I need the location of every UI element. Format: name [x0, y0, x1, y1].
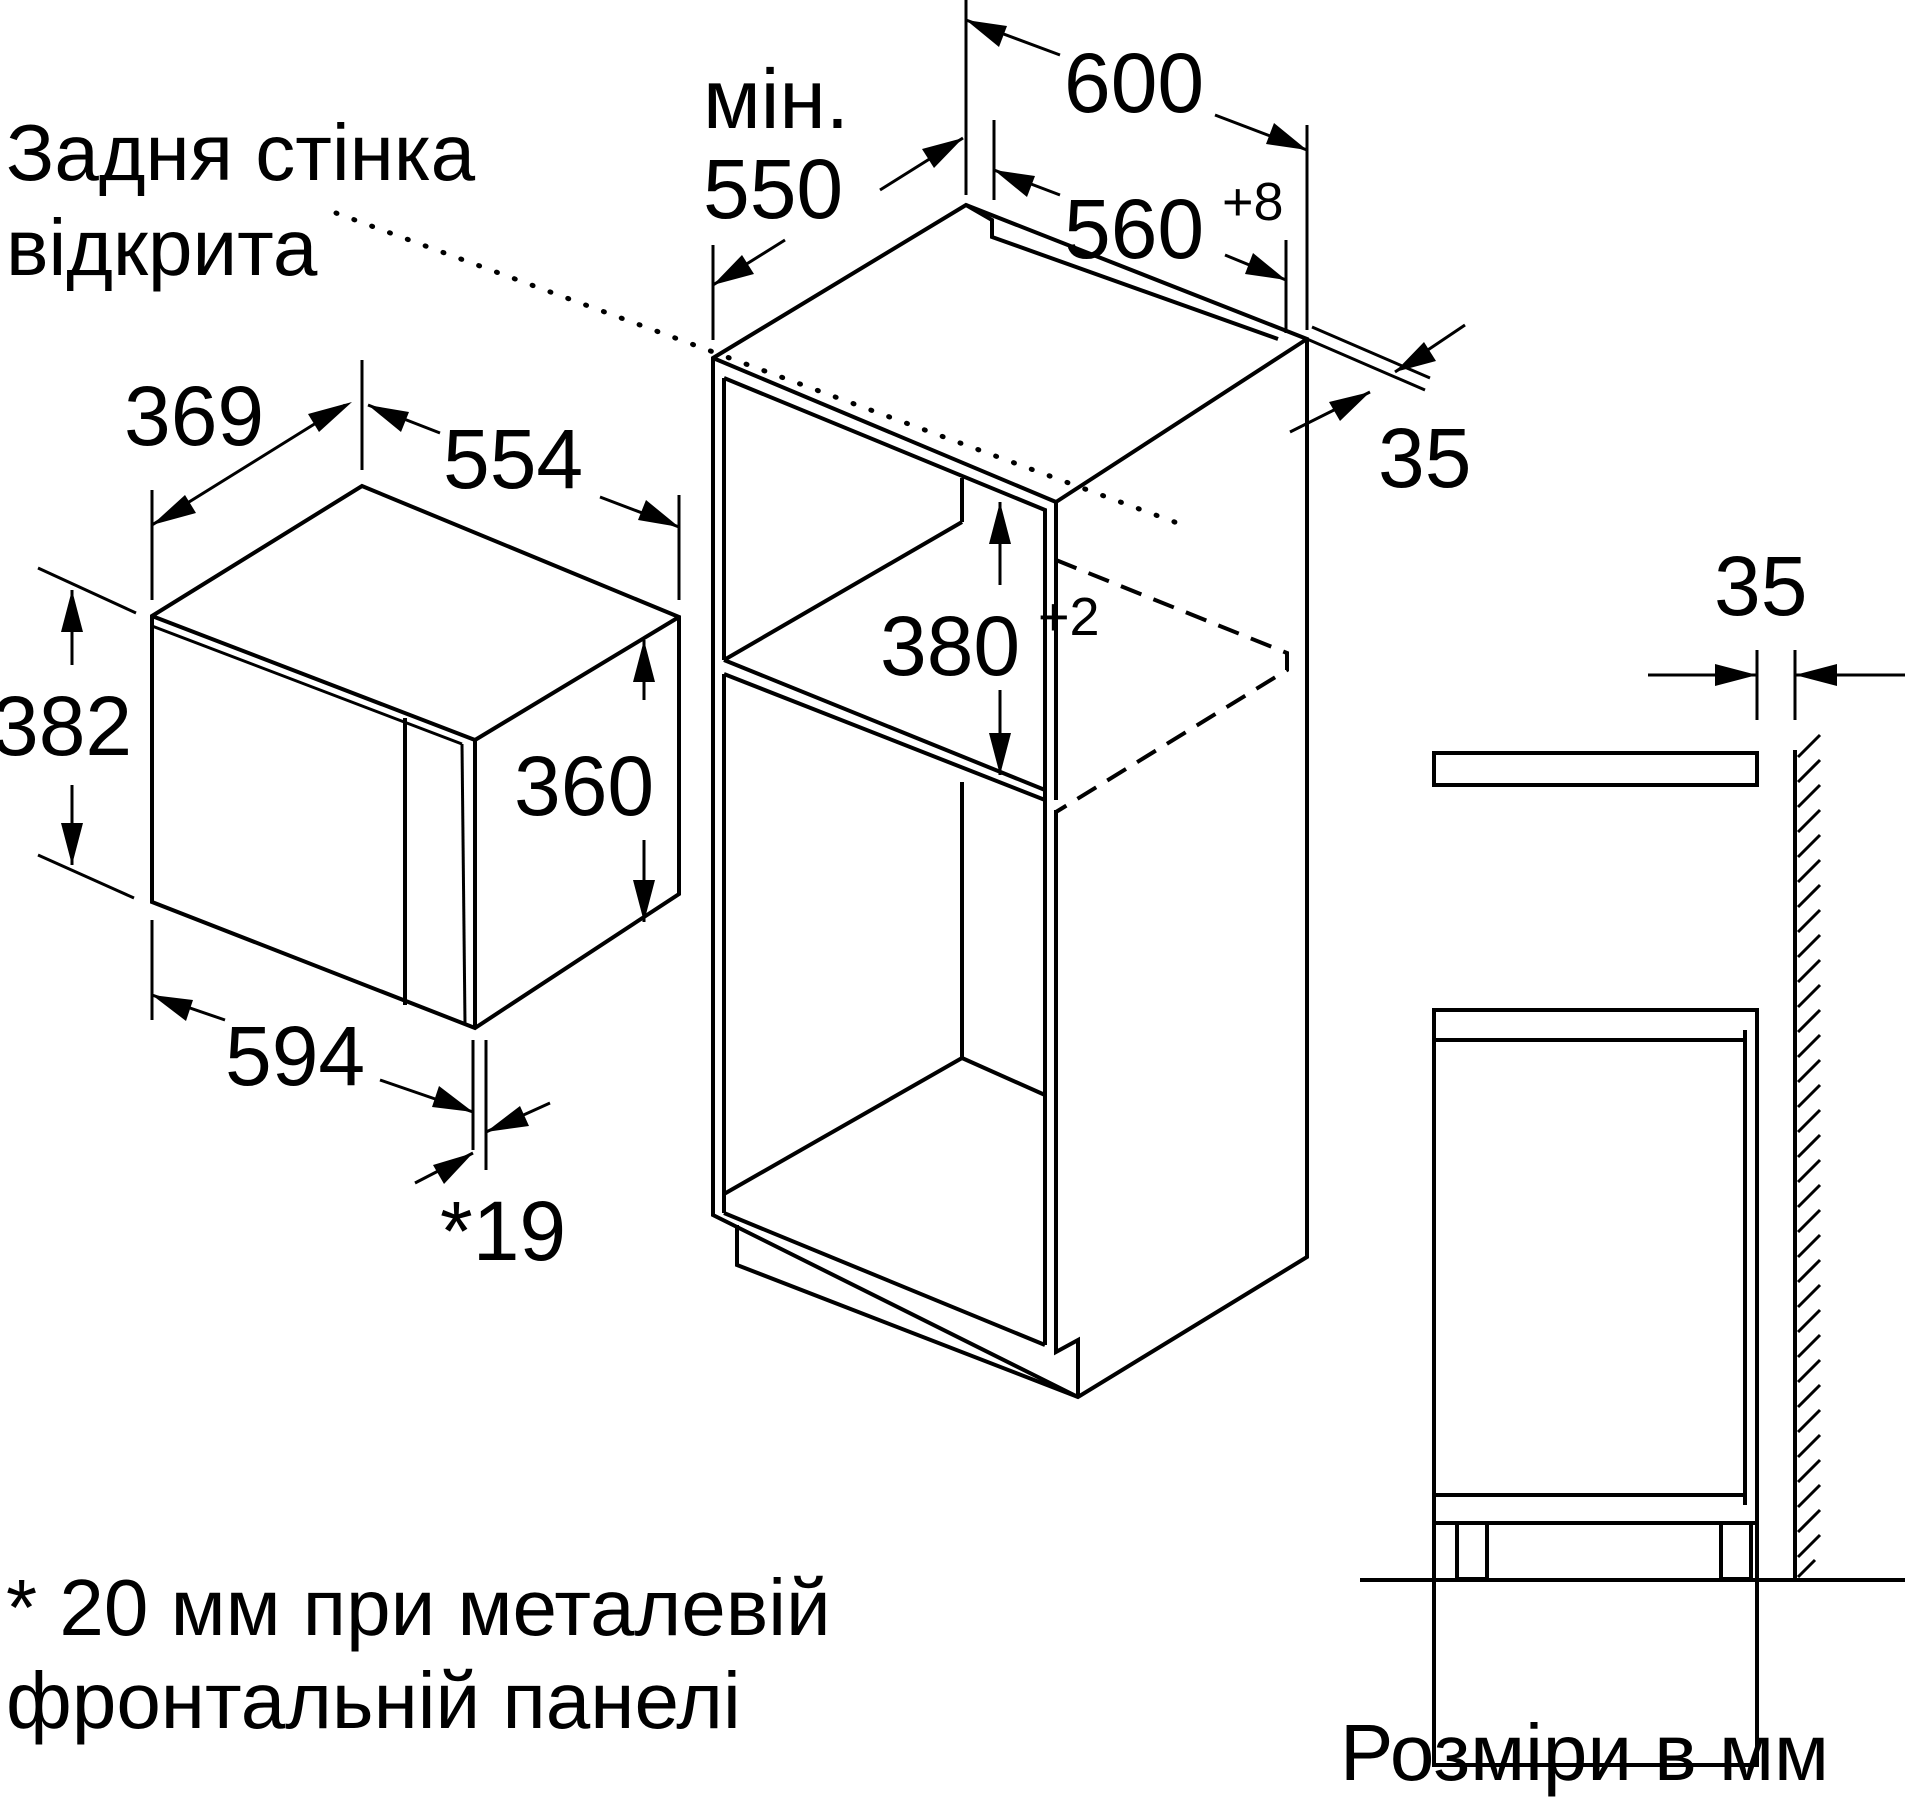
wall-hatching — [1796, 733, 1822, 1579]
side-view-drawing — [1360, 733, 1905, 1767]
dim-369: 369 — [124, 369, 264, 463]
cabinet-dimension-lines — [711, 0, 1466, 775]
footnote-line2: фронтальній панелі — [6, 1656, 741, 1745]
dim-380: 380 — [880, 599, 1020, 693]
dim-594: 594 — [225, 1009, 365, 1103]
dim-560-tolerance: +8 — [1222, 172, 1284, 232]
dim-554: 554 — [443, 412, 583, 506]
appliance-drawing — [150, 483, 681, 1031]
footnote-line1: * 20 мм при металевій — [6, 1563, 831, 1652]
dim-35-rear: 35 — [1378, 411, 1471, 505]
appliance-dimension-lines — [37, 360, 681, 1185]
dim-380-tolerance: +2 — [1038, 587, 1100, 647]
dim-600: 600 — [1064, 36, 1204, 130]
dim-382: 382 — [0, 679, 132, 773]
dim-35-side: 35 — [1714, 539, 1807, 633]
back-wall-label-line2: відкрита — [6, 203, 318, 292]
dim-360: 360 — [514, 739, 654, 833]
units-label: Розміри в мм — [1340, 1708, 1829, 1797]
cabinet-drawing — [333, 202, 1309, 1400]
back-wall-label-line1: Задня стінка — [6, 108, 476, 197]
dim-560: 560 — [1064, 182, 1204, 276]
side-view-dimension-lines — [1648, 650, 1905, 720]
dim-550: 550 — [703, 142, 843, 236]
min-prefix-label: мін. — [703, 52, 849, 146]
dim-19: *19 — [440, 1184, 566, 1278]
